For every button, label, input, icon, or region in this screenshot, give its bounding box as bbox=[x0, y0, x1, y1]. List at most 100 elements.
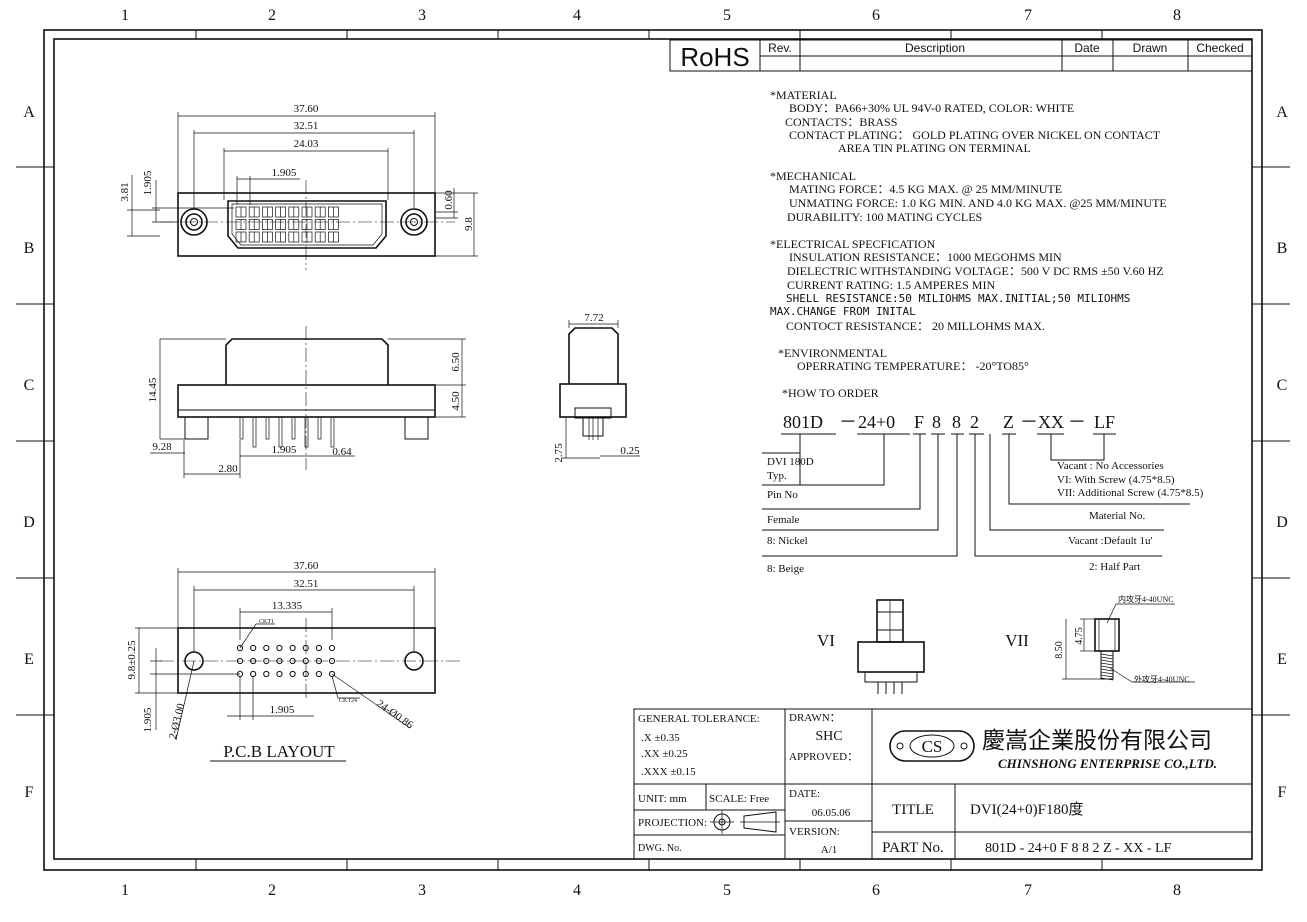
order-label: 8: Beige bbox=[767, 563, 804, 575]
note-line: *ELECTRICAL SPECFICATION bbox=[770, 237, 936, 251]
row-label: D bbox=[1276, 514, 1288, 531]
thread-line bbox=[1100, 653, 1114, 657]
order-label: VII: Additional Screw (4.75*8.5) bbox=[1057, 487, 1204, 499]
order-label: Female bbox=[767, 514, 799, 526]
dim-text: 9.8±0.25 bbox=[126, 640, 138, 680]
row-label: A bbox=[23, 104, 35, 121]
terminal-pin bbox=[252, 416, 257, 448]
note-line: MAX.CHANGE FROM INITAL bbox=[770, 305, 916, 318]
pcb-hole bbox=[263, 644, 270, 652]
unit-field: UNIT: mm bbox=[638, 793, 687, 805]
partno-label: PART No. bbox=[882, 840, 944, 856]
tolerance-x: .X ±0.35 bbox=[641, 732, 680, 744]
col-label: 7 bbox=[1024, 7, 1032, 24]
order-label: Vacant : No Accessories bbox=[1057, 460, 1164, 472]
col-label: 1 bbox=[121, 882, 129, 899]
approved-label: APPROVED： bbox=[789, 751, 858, 763]
note-line: CONTOCT RESISTANCE： 20 MILLOHMS MAX. bbox=[786, 319, 1045, 333]
thread-line bbox=[1100, 665, 1114, 669]
rev-header: Rev. bbox=[768, 41, 792, 55]
dim-text: 13.335 bbox=[272, 600, 303, 612]
note-line: INSULATION RESISTANCE：1000 MEGOHMS MIN bbox=[789, 250, 1062, 264]
order-label: Pin No bbox=[767, 489, 798, 501]
date-value: 06.05.06 bbox=[812, 807, 851, 819]
note-line: AREA TIN PLATING ON TERMINAL bbox=[838, 141, 1031, 155]
note-line: SHELL RESISTANCE:50 MILIOHMS MAX.INITIAL… bbox=[786, 292, 1130, 305]
description-header: Description bbox=[905, 41, 965, 55]
drawn-header: Drawn bbox=[1133, 41, 1168, 55]
revision-table: RoHS Rev. Description Date Drawn Checked bbox=[669, 39, 1253, 72]
accessories-views: VI VII 4.75 8.50 内攻牙4-40UNC 外攻牙4-40UNC bbox=[817, 594, 1195, 694]
pcb-layout-title: P.C.B LAYOUT bbox=[223, 742, 335, 761]
dim-text: 1.905 bbox=[270, 704, 295, 716]
accessory-vi-label: VI bbox=[817, 631, 835, 650]
dim-text: 9.28 bbox=[152, 441, 172, 453]
order-code-segment: － bbox=[839, 412, 857, 432]
end-view: 7.72 2.75 0.25 bbox=[553, 312, 640, 463]
col-label: 1 bbox=[121, 7, 129, 24]
note-line: CURRENT RATING: 1.5 AMPERES MIN bbox=[787, 278, 995, 292]
note-line: OPERRATING TEMPERATURE： -20°TO85° bbox=[797, 359, 1029, 373]
pcb-hole bbox=[289, 644, 296, 652]
order-code-breakdown: 801D － 24+0 F 8 8 2 Z － XX － LF bbox=[762, 412, 1204, 575]
note-line: UNMATING FORCE: 1.0 KG MIN. AND 4.0 KG M… bbox=[789, 196, 1167, 210]
note-line: *ENVIRONMENTAL bbox=[778, 346, 887, 360]
partno-value: 801D - 24+0 F 8 8 2 Z - XX - LF bbox=[985, 841, 1172, 856]
order-label: 2: Half Part bbox=[1089, 561, 1140, 573]
tolerance-header: GENERAL TOLERANCE: bbox=[638, 713, 760, 725]
thread-line bbox=[1100, 677, 1114, 681]
thread-line bbox=[1100, 662, 1114, 666]
row-label: B bbox=[1277, 240, 1288, 257]
dim-text: 37.60 bbox=[294, 103, 319, 115]
tolerance-xx: .XX ±0.25 bbox=[641, 748, 688, 760]
row-label: F bbox=[1278, 784, 1287, 801]
dim-text: 9.8 bbox=[463, 217, 475, 231]
row-label: E bbox=[1277, 651, 1287, 668]
row-label: E bbox=[24, 651, 34, 668]
terminal-pin bbox=[317, 416, 322, 440]
order-label: Typ. bbox=[767, 470, 787, 482]
order-code-segment: 24+0 bbox=[858, 412, 895, 432]
row-label: F bbox=[25, 784, 34, 801]
scale-field: SCALE: Free bbox=[709, 793, 769, 805]
dim-text: 3.81 bbox=[119, 182, 131, 201]
order-label: Material No. bbox=[1089, 510, 1145, 522]
projection-label: PROJECTION: bbox=[638, 817, 707, 829]
col-label: 4 bbox=[573, 7, 581, 24]
order-code-segment: 8 bbox=[952, 412, 961, 432]
order-label: 8: Nickel bbox=[767, 535, 808, 547]
ckt24-label: CKT24 bbox=[339, 698, 357, 704]
order-label: DVI 180D bbox=[767, 456, 814, 468]
dim-text: 1.905 bbox=[142, 170, 154, 195]
pcb-layout-view: 37.60 32.51 13.335 9.8±0.25 1.905 1.905 … bbox=[126, 560, 460, 762]
terminal-pin bbox=[304, 416, 309, 448]
order-code-segment: 8 bbox=[932, 412, 941, 432]
terminal-pin bbox=[265, 416, 270, 440]
dwg-label: DWG. No. bbox=[638, 843, 682, 854]
specification-notes: *MATERIAL BODY：PA66+30% UL 94V-0 RATED, … bbox=[770, 88, 1167, 400]
dim-text: 0.64 bbox=[332, 446, 352, 458]
dim-text: 2-Ø3.00 bbox=[167, 702, 188, 741]
order-code-segment: － bbox=[1068, 412, 1086, 432]
dim-text: 32.51 bbox=[294, 578, 319, 590]
title-label: TITLE bbox=[892, 802, 934, 818]
dim-text: 37.60 bbox=[294, 560, 319, 572]
col-label: 7 bbox=[1024, 882, 1032, 899]
dim-text: 24-Ø0.86 bbox=[374, 698, 416, 732]
order-code-segment: XX bbox=[1038, 412, 1064, 432]
side-view: 14.45 6.50 4.50 9.28 2.80 1.905 0.64 bbox=[147, 326, 466, 478]
note-line: BODY：PA66+30% UL 94V-0 RATED, COLOR: WHI… bbox=[789, 101, 1074, 115]
terminal-pin bbox=[278, 416, 283, 448]
pcb-hole bbox=[263, 670, 270, 678]
note-line: CONTACT PLATING： GOLD PLATING OVER NICKE… bbox=[789, 128, 1161, 142]
dim-text: 2.80 bbox=[218, 463, 238, 475]
row-label: C bbox=[1277, 377, 1288, 394]
dim-text: 8.50 bbox=[1054, 641, 1065, 659]
logo-text: CS bbox=[922, 737, 943, 756]
pcb-hole bbox=[328, 657, 336, 665]
order-label: Vacant :Default 1u' bbox=[1068, 535, 1152, 547]
col-label: 3 bbox=[418, 7, 426, 24]
tolerance-xxx: .XXX ±0.15 bbox=[641, 766, 696, 778]
dim-text: 4.50 bbox=[450, 391, 462, 411]
